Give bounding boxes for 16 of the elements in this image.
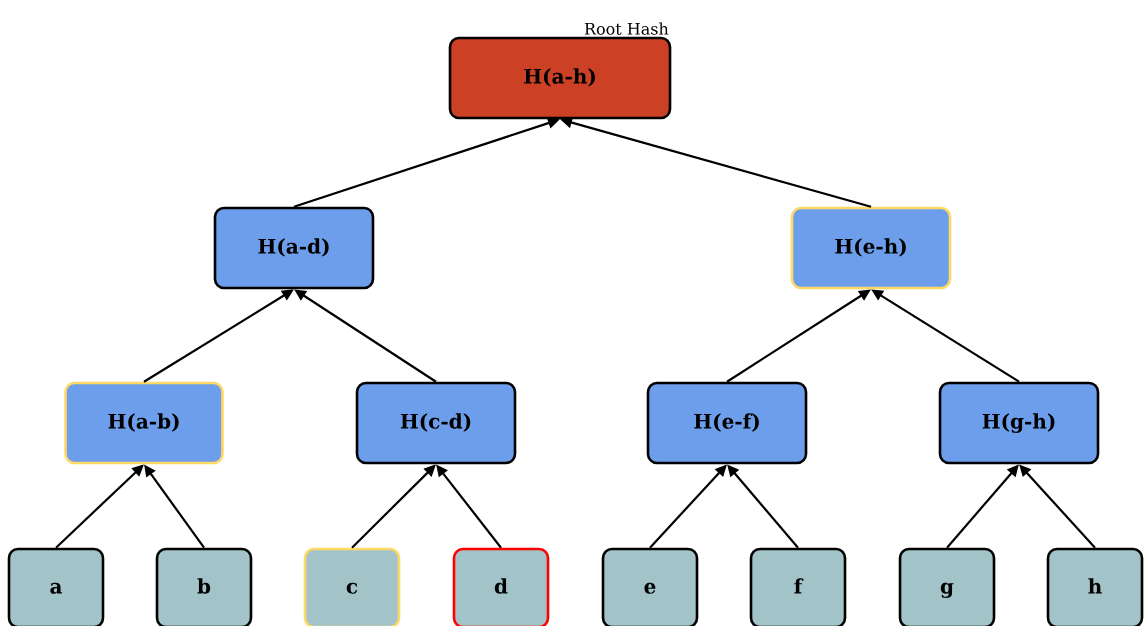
hash-box: H(a-d) bbox=[213, 206, 375, 290]
data-block-box: f bbox=[749, 547, 847, 626]
hash-box: H(g-h) bbox=[938, 381, 1100, 465]
data-block-box: e bbox=[601, 547, 699, 626]
hash-box: H(c-d) bbox=[355, 381, 517, 465]
data-block-box: d bbox=[452, 547, 550, 626]
data-block-box: a bbox=[7, 547, 105, 626]
data-block-box: h bbox=[1046, 547, 1144, 626]
hash-box: H(e-h) bbox=[790, 206, 952, 290]
root-hash-box: H(a-h) bbox=[448, 36, 672, 120]
hash-box: H(e-f) bbox=[646, 381, 808, 465]
hash-box: H(a-b) bbox=[64, 381, 224, 465]
data-block-box: c bbox=[303, 547, 401, 626]
data-block-box: b bbox=[155, 547, 253, 626]
data-block-box: g bbox=[898, 547, 996, 626]
heading: Root Hash bbox=[584, 22, 669, 35]
